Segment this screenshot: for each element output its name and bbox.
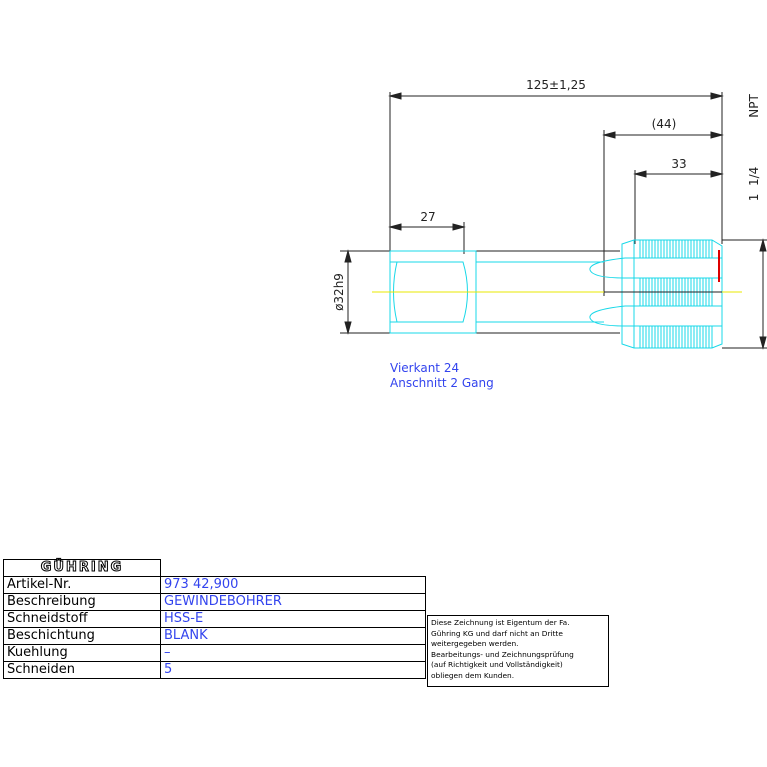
dim-length-27: 27 [420, 210, 435, 224]
dim-thread-size: 1 1/4 [747, 167, 761, 202]
title-row-cooling: Kuehlung – [3, 644, 426, 662]
label-cooling: Kuehlung [3, 644, 161, 662]
value-description: GEWINDEBOHRER [160, 593, 426, 611]
title-row-description: Beschreibung GEWINDEBOHRER [3, 593, 426, 611]
annotation-chamfer: Anschnitt 2 Gang [390, 376, 494, 390]
label-description: Beschreibung [3, 593, 161, 611]
title-row-article: Artikel-Nr. 973 42,900 [3, 576, 426, 594]
value-cooling: – [160, 644, 426, 662]
label-material: Schneidstoff [3, 610, 161, 628]
thread-teeth [639, 240, 713, 348]
title-block: GÜHRING Artikel-Nr. 973 42,900 Beschreib… [3, 559, 426, 679]
ownership-notice: Diese Zeichnung ist Eigentum der Fa. Güh… [427, 615, 609, 687]
dim-length-44: (44) [652, 117, 677, 131]
value-flutes: 5 [160, 661, 426, 679]
label-flutes: Schneiden [3, 661, 161, 679]
dim-overall-length: 125±1,25 [526, 78, 586, 92]
annotation-square: Vierkant 24 [390, 361, 459, 375]
title-block-logo-row: GÜHRING [3, 559, 426, 577]
dimension-lines [344, 92, 767, 350]
dim-diameter: ø32h9 [332, 273, 346, 311]
dim-thread-type: NPT [747, 94, 761, 118]
title-row-coating: Beschichtung BLANK [3, 627, 426, 645]
extension-lines [340, 92, 767, 349]
title-row-flutes: Schneiden 5 [3, 661, 426, 679]
label-coating: Beschichtung [3, 627, 161, 645]
label-article-no: Artikel-Nr. [3, 576, 161, 594]
value-material: HSS-E [160, 610, 426, 628]
title-row-material: Schneidstoff HSS-E [3, 610, 426, 628]
tool-outline [389, 239, 723, 349]
value-coating: BLANK [160, 627, 426, 645]
dim-length-33: 33 [671, 157, 686, 171]
value-article-no: 973 42,900 [160, 576, 426, 594]
company-logo: GÜHRING [3, 559, 161, 577]
guehring-logo: GÜHRING [40, 560, 124, 576]
logo-spacer [160, 559, 426, 577]
